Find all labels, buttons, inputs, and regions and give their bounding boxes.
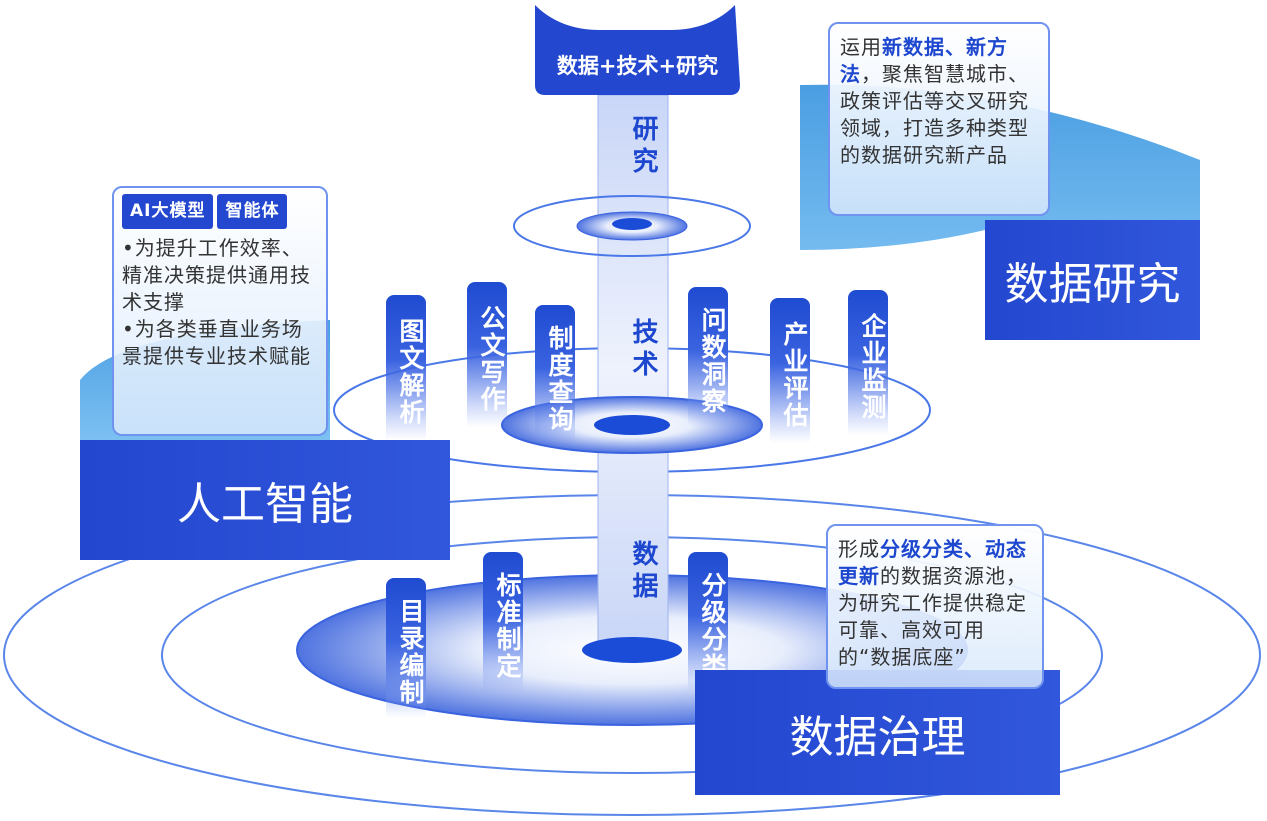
cap-shape [535, 5, 740, 95]
research-text-highlight: 新数据、新方法 [840, 35, 1008, 86]
cap-label: 数据+技术+研究 [556, 54, 719, 78]
research-text-post: ，聚焦智慧城市、政策评估等交叉研究领域，打造多种类型的数据研究新产品 [840, 62, 1029, 167]
ai-card: AI大模型智能体 •为提升工作效率、精准决策提供通用技术支撑 •为各类垂直业务场… [112, 186, 328, 436]
tech-pillar-policy-query: 制度查询 [535, 305, 575, 445]
governance-title-panel: 数据治理 [695, 670, 1060, 795]
data-pillar-classification: 分级分类 [688, 552, 728, 692]
column-label-research: 研究 [628, 115, 658, 179]
ai-bullet-1: •为提升工作效率、精准决策提供通用技术支撑 [122, 236, 311, 314]
tech-pillar-industry-eval: 产业评估 [770, 298, 810, 443]
ai-bullet-2: •为各类垂直业务场景提供专业技术赋能 [122, 317, 311, 368]
research-text-pre: 运用 [840, 35, 882, 59]
data-pillar-standards: 标准制定 [483, 552, 523, 692]
ai-title: 人工智能 [177, 479, 353, 530]
tech-pillar-enterprise-monitor: 企业监测 [848, 290, 888, 435]
ai-tag-llm: AI大模型 [122, 194, 214, 229]
governance-text-post: 的数据资源池，为研究工作提供稳定可靠、高效可用的“数据底座” [838, 564, 1027, 669]
data-pillar-catalog: 目录编制 [386, 578, 426, 718]
column-label-data: 数据 [628, 540, 658, 604]
research-card: 运用新数据、新方法，聚焦智慧城市、政策评估等交叉研究领域，打造多种类型的数据研究… [828, 22, 1050, 216]
tech-pillar-document-writing: 公文写作 [467, 282, 507, 427]
governance-text-pre: 形成 [838, 537, 880, 561]
tech-pillar-image-text: 图文解析 [386, 295, 426, 440]
tech-pillar-data-insight: 问数洞察 [688, 287, 728, 427]
governance-text-highlight: 分级分类、动态更新 [838, 537, 1027, 588]
governance-title: 数据治理 [789, 711, 966, 763]
column-label-tech: 技术 [628, 318, 658, 382]
research-title-panel: 数据研究 [985, 220, 1200, 340]
governance-card: 形成分级分类、动态更新的数据资源池，为研究工作提供稳定可靠、高效可用的“数据底座… [826, 524, 1044, 689]
research-title: 数据研究 [1004, 259, 1181, 310]
ai-title-panel: 人工智能 [80, 440, 450, 560]
ai-tag-agent: 智能体 [217, 194, 288, 229]
